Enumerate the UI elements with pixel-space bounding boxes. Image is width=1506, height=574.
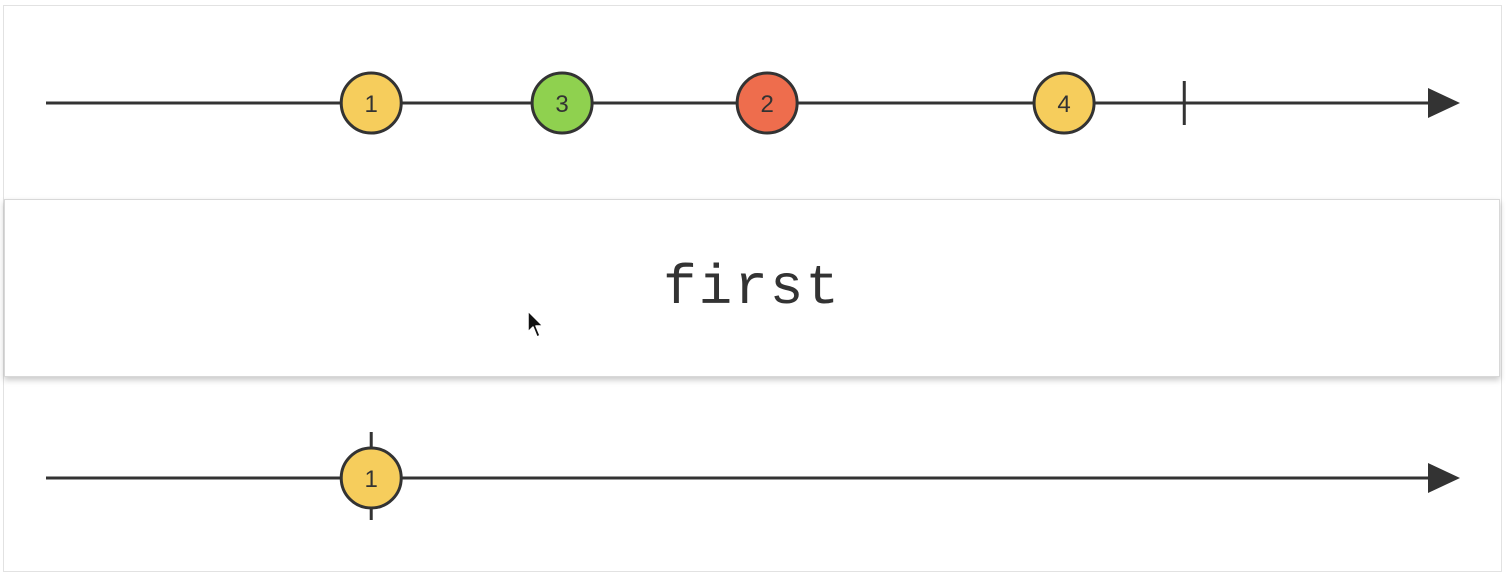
input-marble-3 [735, 71, 799, 135]
input-marble-label-2: 3 [555, 91, 568, 118]
output-marble-1 [339, 446, 403, 510]
input-marble-label-1: 1 [365, 91, 378, 118]
operator-label: first [662, 256, 842, 320]
input-arrowhead [1428, 88, 1460, 118]
input-marble-1 [339, 71, 403, 135]
input-marble-4 [1032, 71, 1096, 135]
input-marble-label-3: 2 [760, 91, 773, 118]
mouse-cursor-icon [527, 310, 544, 338]
output-marble-label-1: 1 [365, 466, 378, 493]
output-timeline: 1 [0, 418, 1506, 538]
input-timeline-svg: 1 3 2 4 [46, 71, 1460, 135]
input-marble-label-4: 4 [1057, 91, 1070, 118]
output-timeline-svg: 1 [46, 432, 1460, 520]
input-marble-2 [530, 71, 594, 135]
input-timeline: 1 3 2 4 [0, 43, 1506, 163]
output-arrowhead [1428, 463, 1460, 493]
operator-box: first [4, 199, 1500, 377]
